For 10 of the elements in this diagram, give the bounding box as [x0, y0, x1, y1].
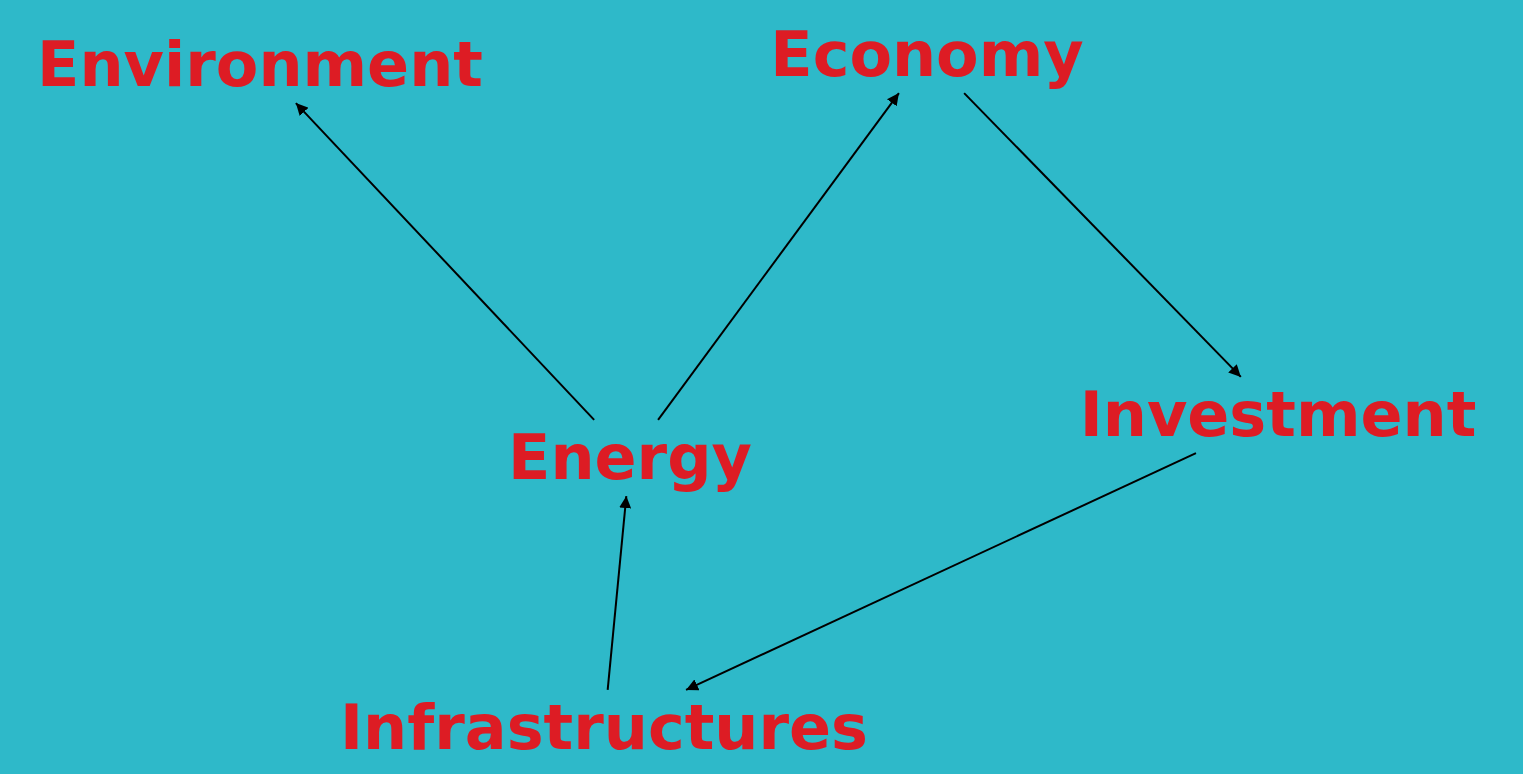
- node-label: Economy: [770, 20, 1084, 90]
- arrow: [963, 92, 1242, 378]
- arrow: [606, 495, 632, 691]
- arrow: [657, 92, 900, 421]
- arrow: [685, 452, 1197, 691]
- node-label: Infrastructures: [340, 693, 868, 763]
- node-label: Environment: [37, 30, 483, 100]
- arrow: [294, 102, 596, 421]
- node-label: Energy: [508, 423, 752, 493]
- node-label: Investment: [1079, 380, 1477, 450]
